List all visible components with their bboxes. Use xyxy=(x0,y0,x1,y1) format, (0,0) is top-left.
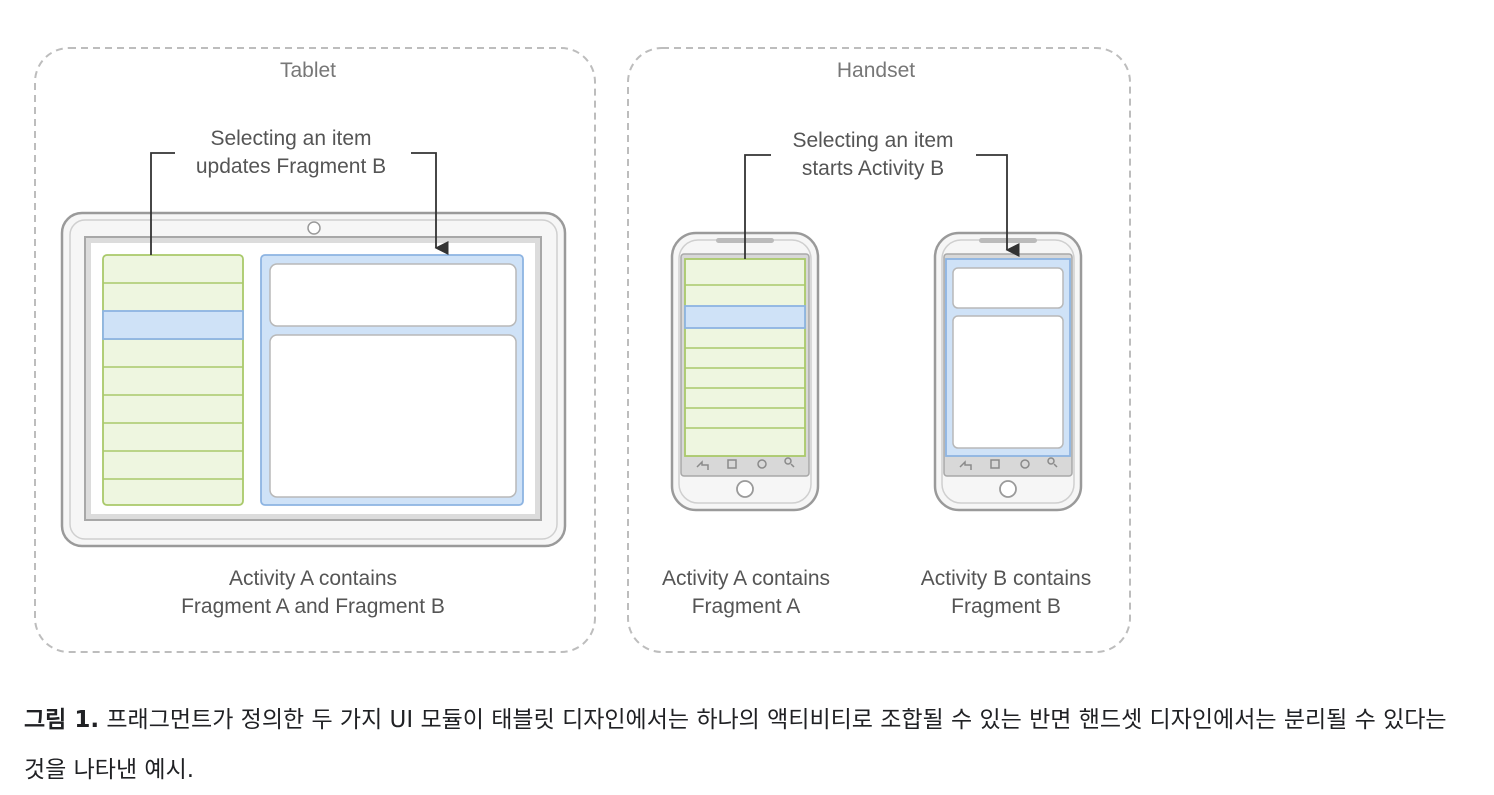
tablet-camera-icon xyxy=(307,221,321,235)
phone-a-home-button xyxy=(736,480,754,498)
phone-a-activity-label-line-1: Activity A contains xyxy=(662,567,830,590)
tablet-selected-list-item xyxy=(102,310,244,340)
tablet-fragment-a-list xyxy=(102,254,244,506)
phone-a-nav-bar xyxy=(696,457,795,470)
handset-callout-left-line xyxy=(744,154,771,259)
tablet-panel: Tablet Selecting an item updates Fragmen… xyxy=(34,47,596,653)
figure-caption-text: 프래그먼트가 정의한 두 가지 UI 모듈이 태블릿 디자인에서는 하나의 액티… xyxy=(24,707,1447,783)
arrow-down-icon xyxy=(976,154,1020,257)
handset-callout-line-1: Selecting an item xyxy=(792,129,953,152)
search-icon xyxy=(784,457,795,468)
phone-b-nav-bar xyxy=(959,457,1058,470)
phone-b-home-button xyxy=(999,480,1017,498)
tablet-callout-left-line xyxy=(150,152,175,255)
tablet-activity-label-line-1: Activity A contains xyxy=(229,567,397,590)
tablet-panel-title: Tablet xyxy=(280,59,336,82)
tablet-callout-line-2: updates Fragment B xyxy=(196,155,386,178)
phone-b-fragment-b-detail xyxy=(945,258,1071,457)
phone-a-fragment-a-list xyxy=(684,258,806,457)
handset-panel-title: Handset xyxy=(837,59,915,82)
handset-callout-line-2: starts Activity B xyxy=(802,157,944,180)
home-icon xyxy=(757,459,767,469)
fragments-diagram: Tablet Selecting an item updates Fragmen… xyxy=(34,47,1131,653)
handset-panel-border xyxy=(627,47,1131,653)
search-icon xyxy=(1047,457,1058,468)
tablet-callout-line-1: Selecting an item xyxy=(210,127,371,150)
back-icon xyxy=(959,460,972,470)
figure-caption: 그림 1. 프래그먼트가 정의한 두 가지 UI 모듈이 태블릿 디자인에서는 … xyxy=(24,695,1474,795)
menu-icon xyxy=(727,459,737,469)
tablet-panel-border xyxy=(34,47,596,653)
phone-b-activity-label-line-2: Fragment B xyxy=(951,595,1061,618)
phone-a-activity-label-line-2: Fragment A xyxy=(692,595,801,618)
arrow-down-icon xyxy=(411,152,449,255)
menu-icon xyxy=(990,459,1000,469)
home-icon xyxy=(1020,459,1030,469)
tablet-fragment-b-detail xyxy=(260,254,524,506)
tablet-activity-label-line-2: Fragment A and Fragment B xyxy=(181,595,445,618)
phone-b-activity-label-line-1: Activity B contains xyxy=(921,567,1091,590)
phone-a-selected-list-item xyxy=(684,305,806,329)
back-icon xyxy=(696,460,709,470)
figure-caption-label: 그림 1. xyxy=(24,707,100,733)
handset-panel: Handset Selecting an item starts Activit… xyxy=(627,47,1131,653)
